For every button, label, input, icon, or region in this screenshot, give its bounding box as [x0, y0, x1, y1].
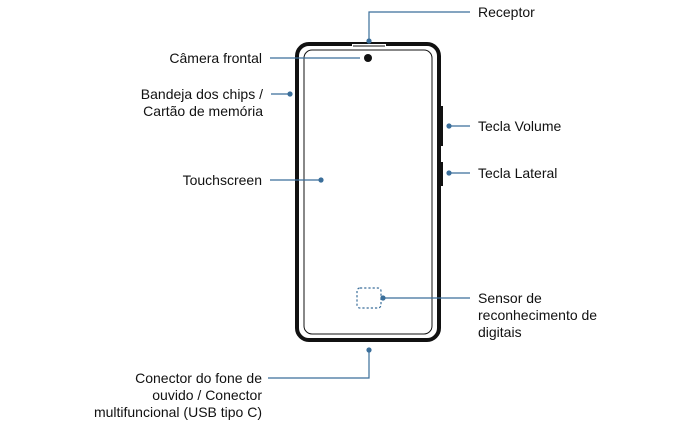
leader-lines: [268, 11, 470, 379]
label-conector-line2: ouvido / Conector: [152, 387, 262, 403]
leader-receptor: [368, 11, 470, 40]
leader-conector: [268, 351, 370, 379]
label-camera-frontal: Câmera frontal: [169, 50, 262, 66]
label-tecla-lateral: Tecla Lateral: [478, 165, 558, 181]
side-key: [439, 162, 443, 186]
phone-body: [295, 42, 441, 342]
phone-screen: [303, 49, 433, 335]
label-sensor-line1: Sensor de: [478, 290, 542, 306]
leader-dots: [287, 38, 452, 353]
label-bandeja: Bandeja dos chips / Cartão de memória: [141, 86, 263, 120]
label-receptor: Receptor: [478, 4, 535, 20]
label-conector-line3: multifuncional (USB tipo C): [93, 404, 262, 420]
label-bandeja-line2: Cartão de memória: [143, 103, 263, 119]
volume-key: [439, 106, 443, 146]
label-bandeja-line1: Bandeja dos chips /: [140, 86, 263, 102]
label-sensor-line2: reconhecimento de: [478, 307, 598, 323]
label-touchscreen: Touchscreen: [182, 172, 262, 188]
front-camera-icon: [364, 54, 372, 62]
label-sensor-line3: digitais: [478, 324, 522, 340]
label-sensor: Sensor de reconhecimento de digitais: [478, 290, 597, 341]
label-conector-line1: Conector do fone de: [135, 370, 262, 386]
label-conector: Conector do fone de ouvido / Conector mu…: [94, 370, 262, 421]
label-tecla-volume: Tecla Volume: [478, 118, 562, 134]
